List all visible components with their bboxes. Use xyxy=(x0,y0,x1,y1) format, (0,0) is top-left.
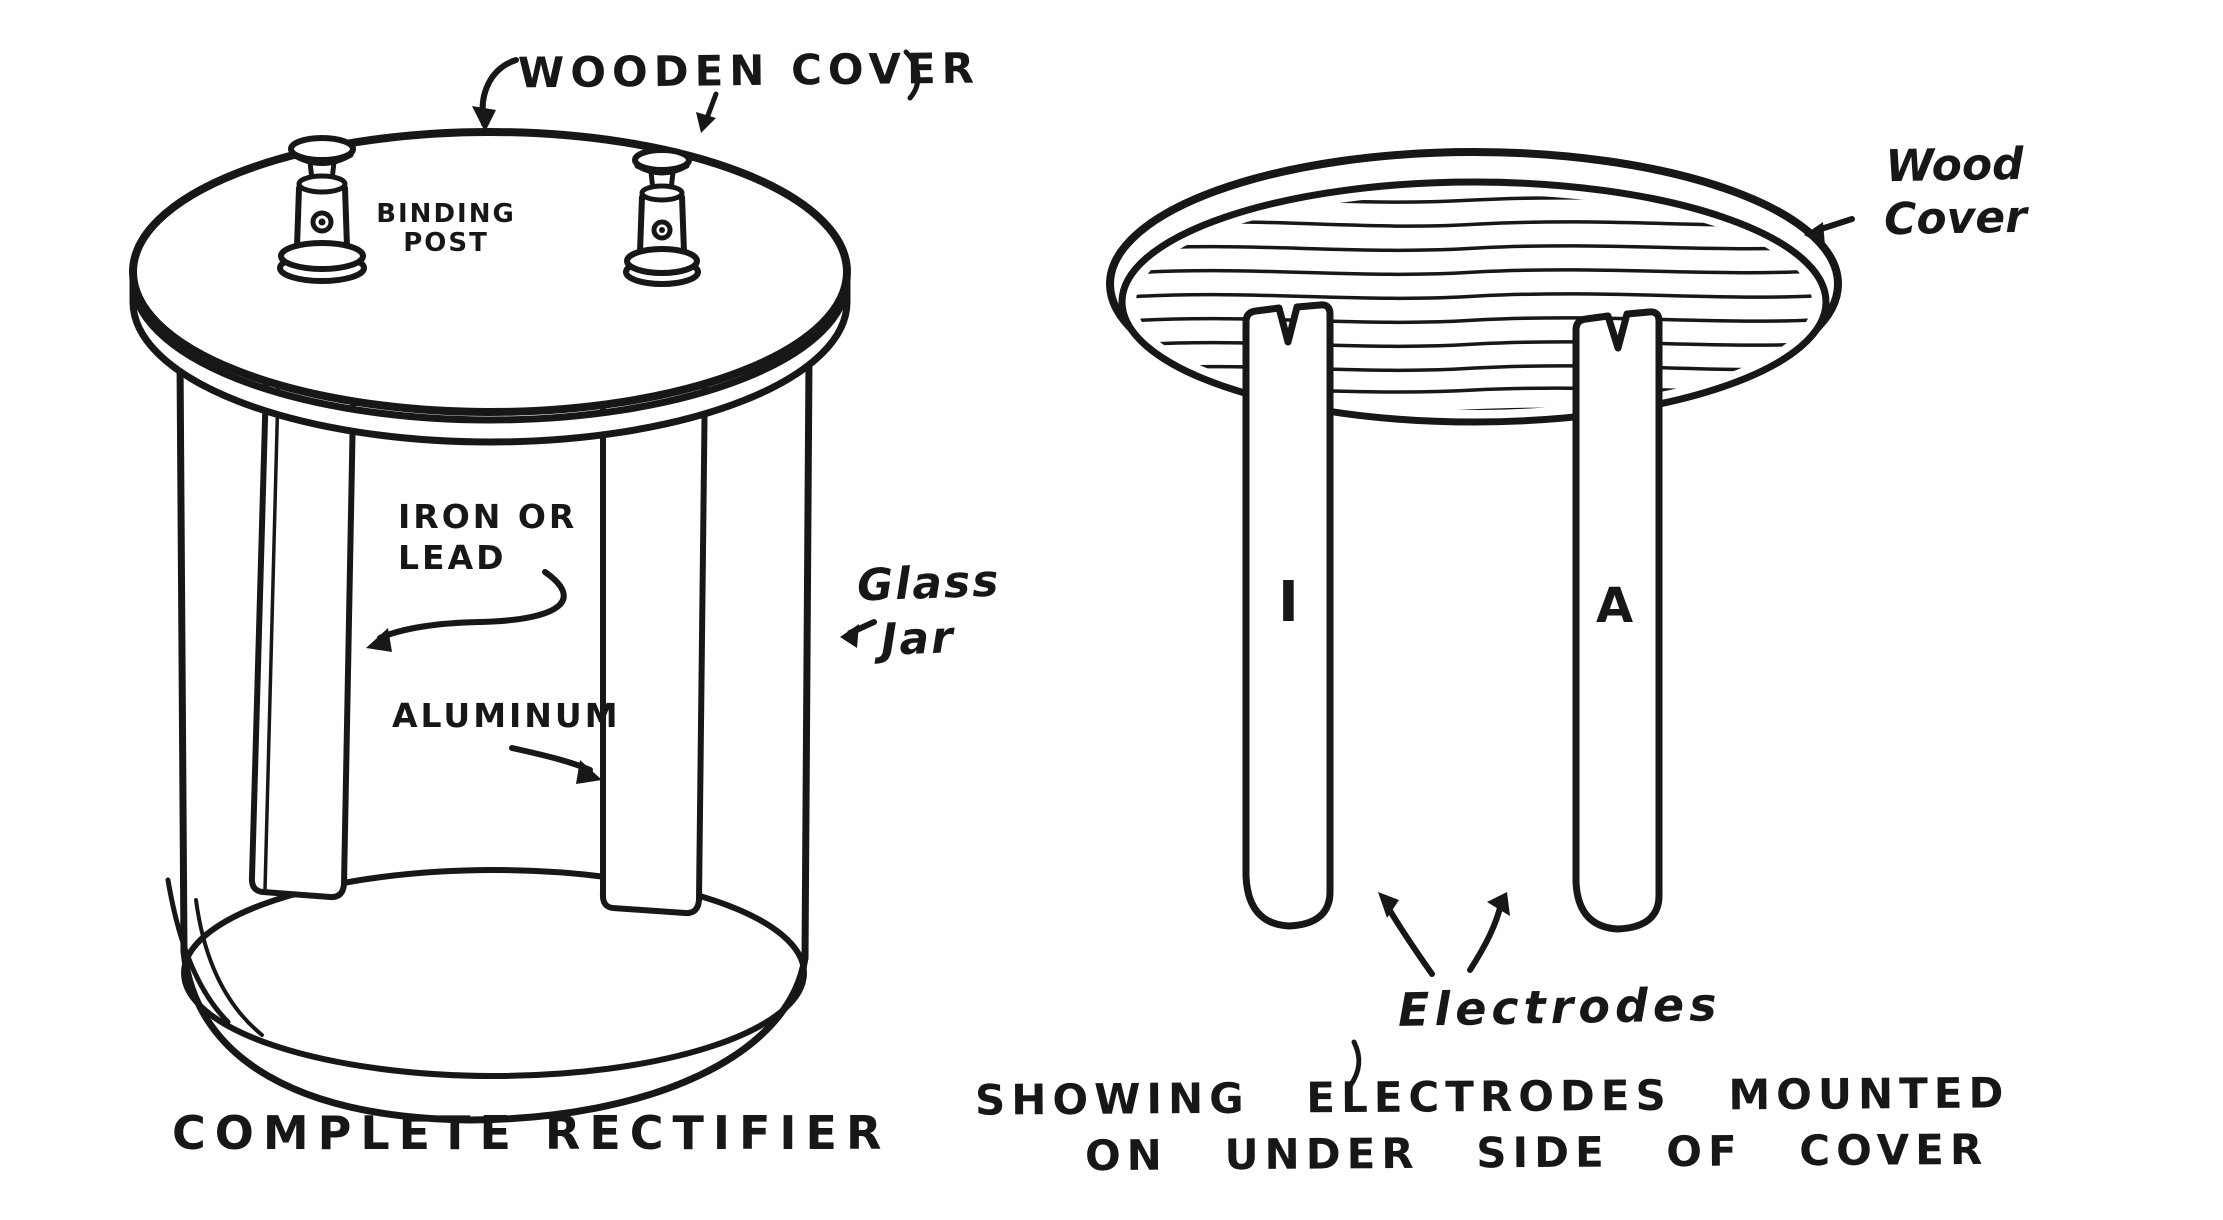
iron-lead-electrode xyxy=(248,347,357,901)
iron-or-lead-label-line2: LEAD xyxy=(398,538,507,578)
glass-jar xyxy=(165,354,813,1124)
electrode-strip-i xyxy=(1242,301,1334,930)
underside-caption-line2: ON UNDER SIDE OF COVER xyxy=(1084,1124,1989,1181)
wooden-cover-label: WOODEN COVER xyxy=(517,43,981,98)
electrode-letter-a: A xyxy=(1596,578,1634,634)
underside-caption-line1: SHOWING ELECTRODES MOUNTED xyxy=(974,1068,2010,1125)
glass-jar-label-line2: Jar xyxy=(880,612,956,666)
wood-cover-label-line2: Cover xyxy=(1883,191,2028,246)
wood-cover-arrow xyxy=(1804,216,1855,246)
glass-jar-label-line1: Glass xyxy=(856,555,1002,612)
iron-or-lead-label: IRON OR LEAD xyxy=(398,496,577,579)
electrode-letter-i: I xyxy=(1278,570,1299,635)
binding-post-label-line1: BINDING xyxy=(376,199,516,229)
electrodes-arrow-left xyxy=(1378,892,1435,977)
binding-post-label: BINDING POST xyxy=(366,200,526,257)
wood-cover-label-line1: Wood xyxy=(1885,138,2025,193)
complete-rectifier-figure xyxy=(129,49,921,1124)
cover-underside-figure xyxy=(1106,148,1855,1089)
iron-or-lead-label-line1: IRON OR xyxy=(398,497,578,536)
aluminum-label: ALUMINUM xyxy=(392,696,621,735)
electrodes-label: Electrodes xyxy=(1397,977,1722,1037)
wood-cover-label: Wood Cover xyxy=(1844,138,2066,247)
glass-jar-label: Glass Jar xyxy=(856,554,1003,669)
wooden-cover xyxy=(129,128,851,446)
caption-callout-stroke xyxy=(1347,1039,1362,1089)
aluminum-arrow xyxy=(509,745,602,784)
iron-lead-arrow xyxy=(366,569,567,652)
binding-post-right xyxy=(623,147,701,287)
binding-post-label-line2: POST xyxy=(403,227,489,258)
binding-post-left xyxy=(277,135,367,284)
electrodes-arrow-right xyxy=(1467,892,1510,973)
complete-rectifier-caption: COMPLETE RECTIFIER xyxy=(172,1106,891,1160)
glass-jar-arrow xyxy=(840,619,877,648)
wood-cover xyxy=(1106,148,1842,426)
wooden-cover-arrow xyxy=(472,49,921,133)
electrode-strip-a xyxy=(1572,308,1663,933)
aluminum-electrode xyxy=(599,367,708,917)
